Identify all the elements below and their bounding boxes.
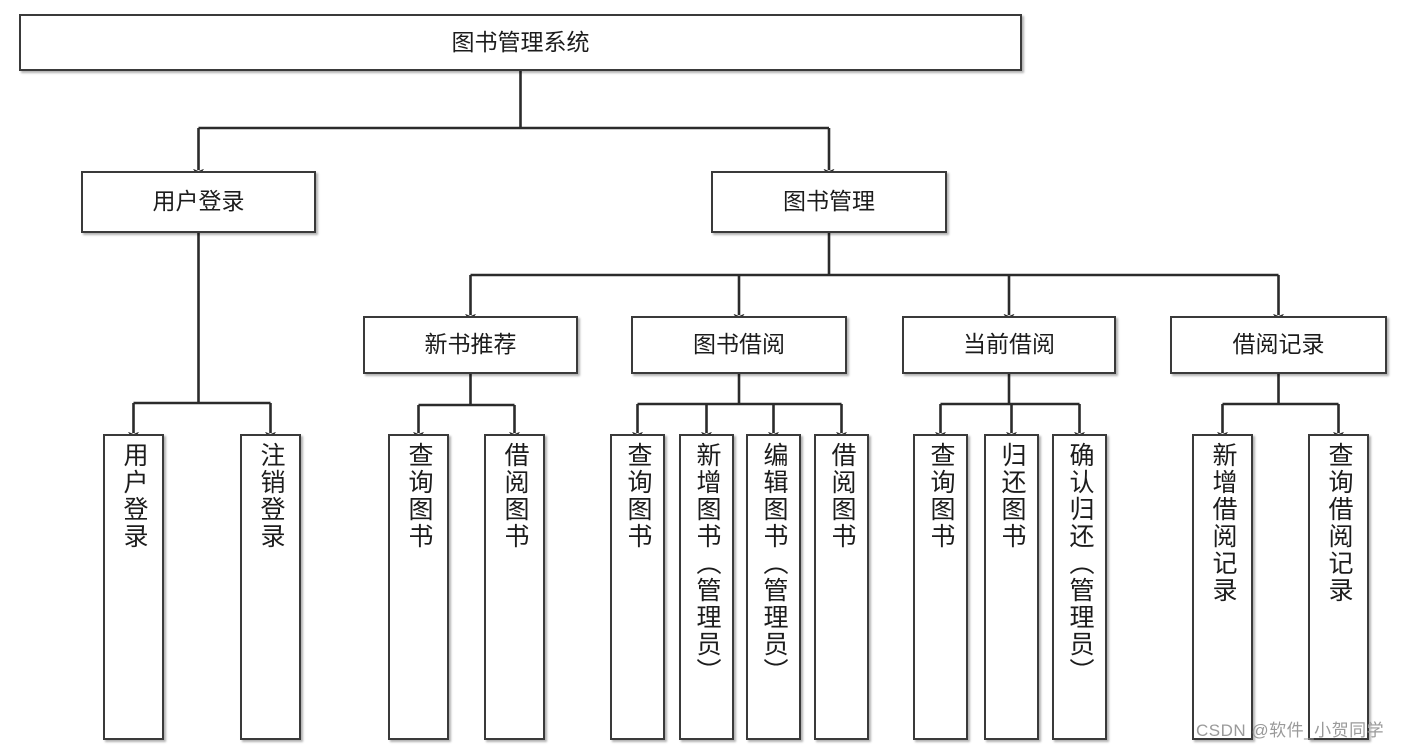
node-label: 查询借阅记录: [1325, 442, 1353, 604]
node-new-book-rec[interactable]: 新书推荐: [363, 316, 578, 374]
node-leaf-borrow-book-2[interactable]: 借阅图书: [814, 434, 869, 740]
watermark: CSDN @软件_小贺同学: [1196, 721, 1385, 740]
node-label: 图书管理系统: [451, 28, 590, 55]
node-label: 图书管理: [783, 188, 875, 215]
node-leaf-add-book[interactable]: 新增图书（管理员）: [679, 434, 734, 740]
node-label: 用户登录: [152, 188, 245, 215]
node-label: 新书推荐: [424, 331, 517, 358]
node-leaf-user-logout[interactable]: 注销登录: [240, 434, 301, 740]
node-label: 借阅图书: [828, 442, 856, 550]
node-leaf-edit-book[interactable]: 编辑图书（管理员）: [746, 434, 801, 740]
node-current-borrow[interactable]: 当前借阅: [902, 316, 1116, 374]
node-label: 注销登录: [257, 442, 285, 550]
node-borrow-record[interactable]: 借阅记录: [1170, 316, 1387, 374]
node-label: 归还图书: [998, 442, 1026, 550]
node-label: 借阅图书: [501, 442, 529, 550]
node-label: 新增借阅记录: [1209, 442, 1237, 604]
node-leaf-return-book[interactable]: 归还图书: [984, 434, 1039, 740]
node-label: 编辑图书（管理员）: [760, 442, 788, 685]
node-label: 新增图书（管理员）: [693, 442, 721, 685]
node-leaf-user-login[interactable]: 用户登录: [103, 434, 164, 740]
node-leaf-query-book-1[interactable]: 查询图书: [388, 434, 449, 740]
node-label: 确认归还（管理员）: [1066, 442, 1094, 685]
node-user-login[interactable]: 用户登录: [81, 171, 316, 233]
node-root[interactable]: 图书管理系统: [19, 14, 1022, 71]
node-label: 查询图书: [624, 442, 652, 550]
node-label: 查询图书: [927, 442, 955, 550]
node-leaf-query-book-3[interactable]: 查询图书: [913, 434, 968, 740]
node-label: 借阅记录: [1232, 331, 1325, 358]
node-leaf-borrow-book-1[interactable]: 借阅图书: [484, 434, 545, 740]
node-leaf-confirm-ret[interactable]: 确认归还（管理员）: [1052, 434, 1107, 740]
node-leaf-add-record[interactable]: 新增借阅记录: [1192, 434, 1253, 740]
node-label: 用户登录: [120, 442, 148, 550]
node-label: 图书借阅: [693, 331, 785, 358]
node-leaf-query-book-2[interactable]: 查询图书: [610, 434, 665, 740]
node-label: 当前借阅: [963, 331, 1055, 358]
edge-group: [128, 71, 1344, 441]
node-book-mgmt[interactable]: 图书管理: [711, 171, 947, 233]
node-book-borrow[interactable]: 图书借阅: [631, 316, 847, 374]
node-leaf-query-record[interactable]: 查询借阅记录: [1308, 434, 1369, 740]
node-label: 查询图书: [405, 442, 433, 550]
